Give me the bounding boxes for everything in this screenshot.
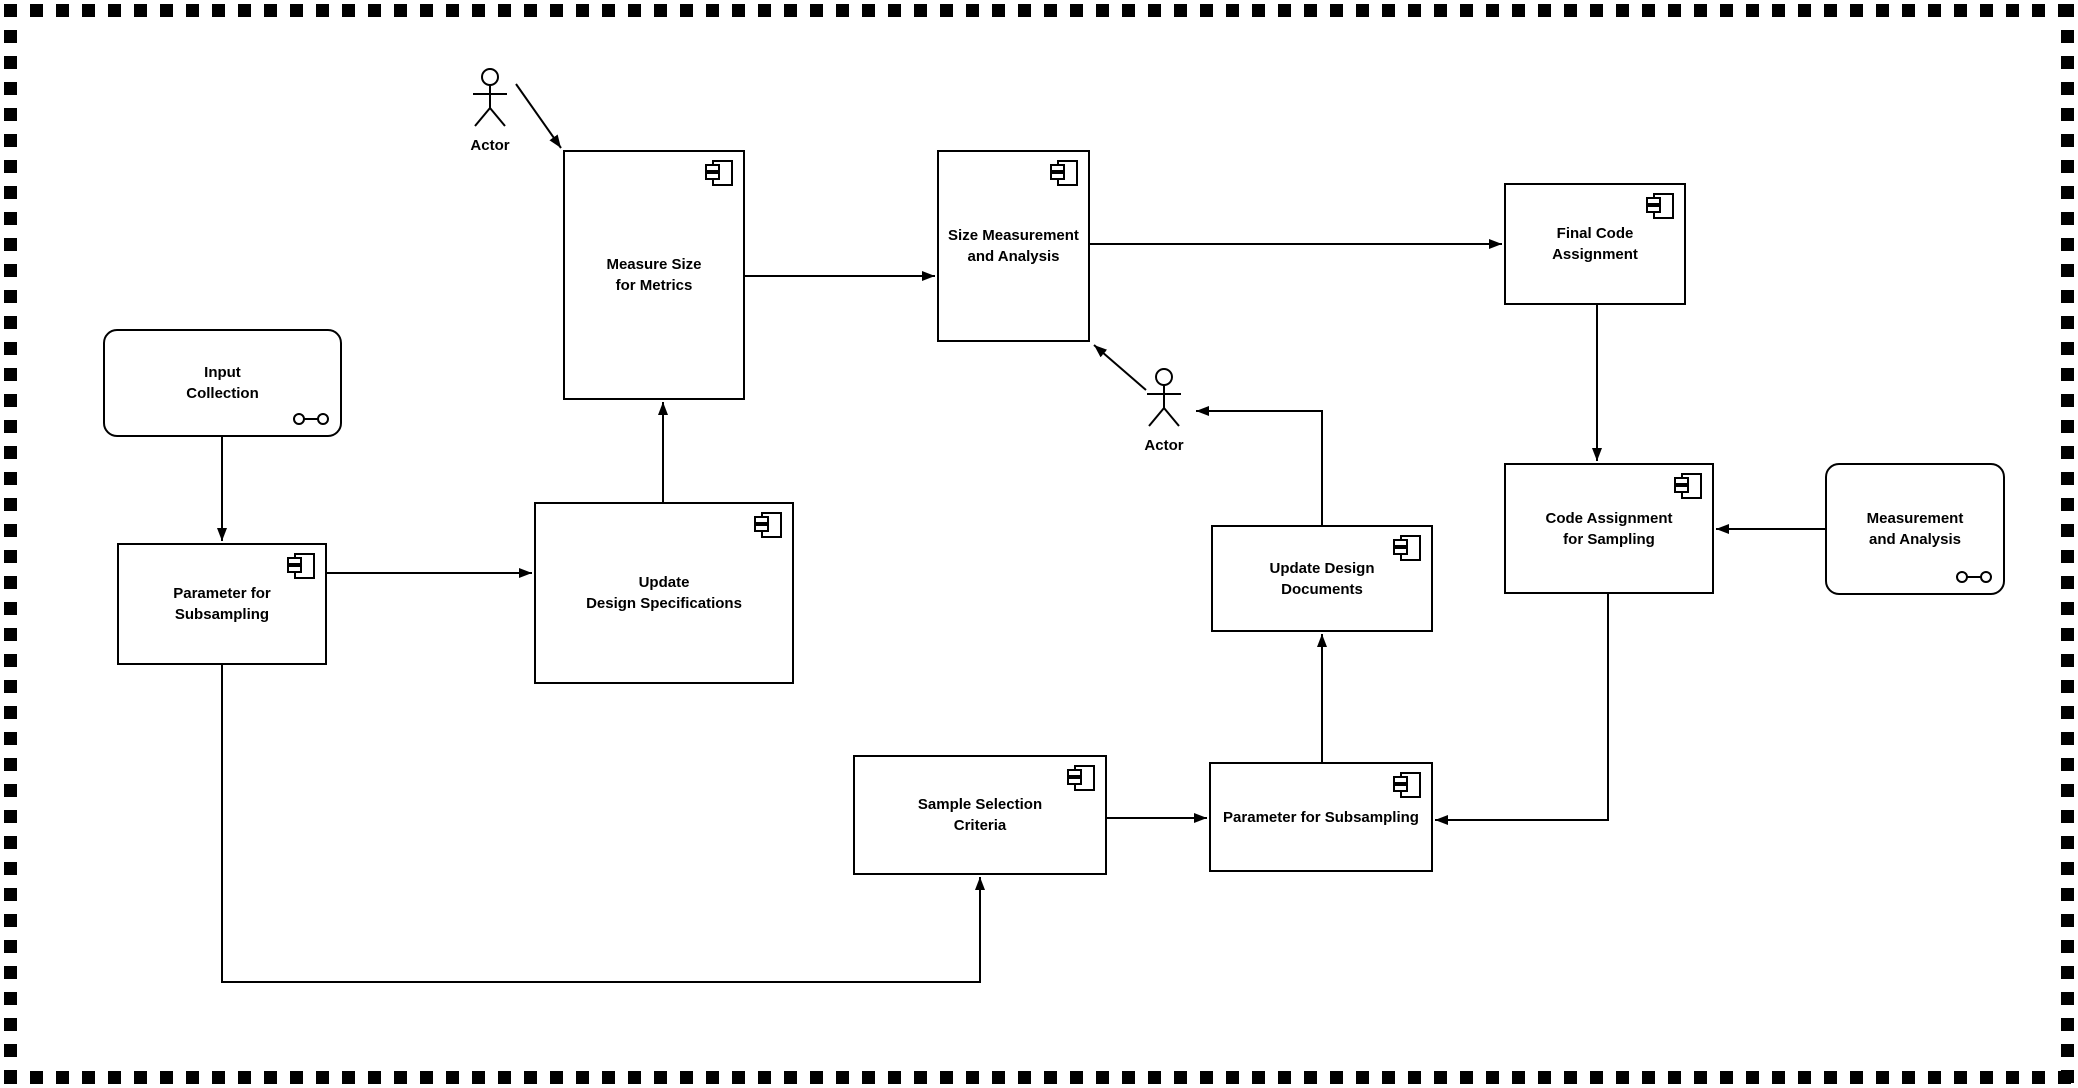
edge-param-left-to-sample-selection <box>221 665 985 983</box>
node-label: Final Code Assignment <box>1552 225 1638 263</box>
node-update-design-specifications[interactable]: Update Design Specifications <box>534 502 794 684</box>
node-label: Measurement and Analysis <box>1866 510 1964 548</box>
node-label: Update Design Documents <box>1269 559 1375 598</box>
interface-icon <box>293 413 329 425</box>
edge-actor-top-to-measure-size <box>515 83 562 149</box>
actor-icon <box>473 68 507 127</box>
node-input-collection[interactable]: Input Collection <box>103 329 342 437</box>
node-label: Size Measurement and Analysis <box>948 227 1079 265</box>
interface-icon <box>1956 571 1992 583</box>
actor-label: Actor <box>470 137 510 154</box>
node-label: Parameter for Subsampling <box>1223 808 1419 826</box>
node-sample-selection-criteria[interactable]: Sample Selection Criteria <box>853 755 1107 875</box>
node-update-design-documents[interactable]: Update Design Documents <box>1211 525 1433 632</box>
actor-icon <box>1147 368 1181 427</box>
node-label: Input Collection <box>186 364 259 402</box>
component-icon <box>1674 473 1702 499</box>
node-label: Sample Selection Criteria <box>917 796 1043 834</box>
node-label: Parameter for Subsampling <box>173 585 271 623</box>
node-size-measurement-and-analysis[interactable]: Size Measurement and Analysis <box>937 150 1090 342</box>
edge-code-assignment-to-param-bottom <box>1435 594 1609 825</box>
canvas-border-right <box>2061 4 2074 1084</box>
node-label: Code Assignment for Sampling <box>1545 509 1673 548</box>
canvas-border-top <box>4 4 2074 17</box>
component-icon <box>705 160 733 186</box>
node-parameter-for-subsampling-bottom[interactable]: Parameter for Subsampling <box>1209 762 1433 872</box>
node-code-assignment-for-sampling[interactable]: Code Assignment for Sampling <box>1504 463 1714 594</box>
edge-actor-middle-to-size-measurement <box>1093 344 1147 391</box>
canvas-border-left <box>4 4 17 1084</box>
canvas-border-bottom <box>4 1071 2074 1084</box>
component-icon <box>1646 193 1674 219</box>
node-final-code-assignment[interactable]: Final Code Assignment <box>1504 183 1686 305</box>
actor-label: Actor <box>1144 437 1184 454</box>
component-icon <box>1393 772 1421 798</box>
node-measure-size-for-metrics[interactable]: Measure Size for Metrics <box>563 150 745 400</box>
node-label: Measure Size for Metrics <box>606 256 702 294</box>
component-icon <box>754 512 782 538</box>
actor-top[interactable]: Actor <box>462 68 518 154</box>
node-parameter-for-subsampling-left[interactable]: Parameter for Subsampling <box>117 543 327 665</box>
actor-middle[interactable]: Actor <box>1136 368 1192 454</box>
component-icon <box>1050 160 1078 186</box>
node-label: Update Design Specifications <box>586 574 742 612</box>
edge-update-docs-to-actor-middle <box>1196 406 1323 525</box>
component-icon <box>1393 535 1421 561</box>
component-icon <box>1067 765 1095 791</box>
component-icon <box>287 553 315 579</box>
node-measurement-and-analysis[interactable]: Measurement and Analysis <box>1825 463 2005 595</box>
